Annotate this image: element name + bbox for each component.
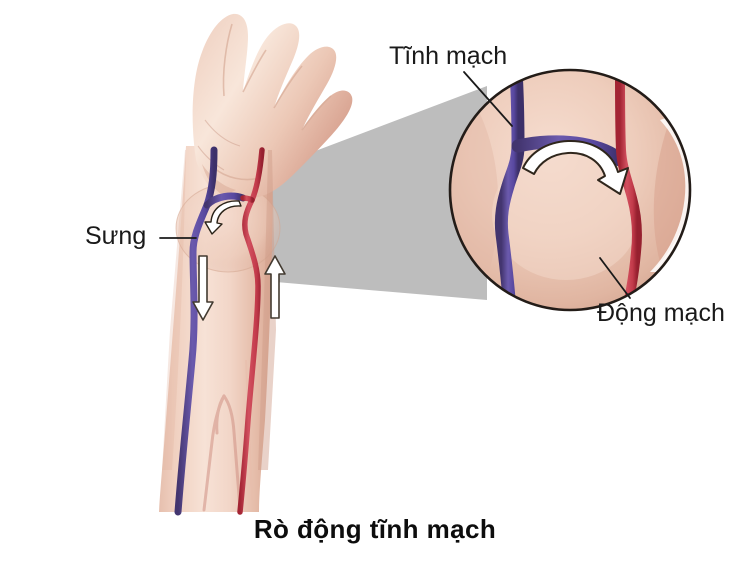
magnifier-cone-icon bbox=[252, 86, 487, 300]
artery-vessel-arm bbox=[237, 147, 265, 515]
magnified-inset bbox=[448, 68, 692, 312]
fistula-arrow-arm bbox=[204, 200, 242, 235]
figure-caption: Rò động tĩnh mạch bbox=[253, 514, 497, 544]
leader-line-artery bbox=[599, 257, 631, 299]
label-swelling: Sưng bbox=[85, 222, 147, 250]
arrow-up-icon bbox=[264, 255, 286, 319]
curved-arrow-left-icon bbox=[522, 139, 629, 195]
arrow-down-icon bbox=[192, 255, 214, 321]
leader-line-vein bbox=[463, 71, 513, 127]
artery-vessel-inset bbox=[615, 70, 642, 310]
label-artery: Động mạch bbox=[597, 299, 725, 327]
label-vein: Tĩnh mạch bbox=[389, 42, 508, 70]
vein-vessel-arm bbox=[174, 146, 247, 516]
leader-lines bbox=[159, 71, 631, 299]
